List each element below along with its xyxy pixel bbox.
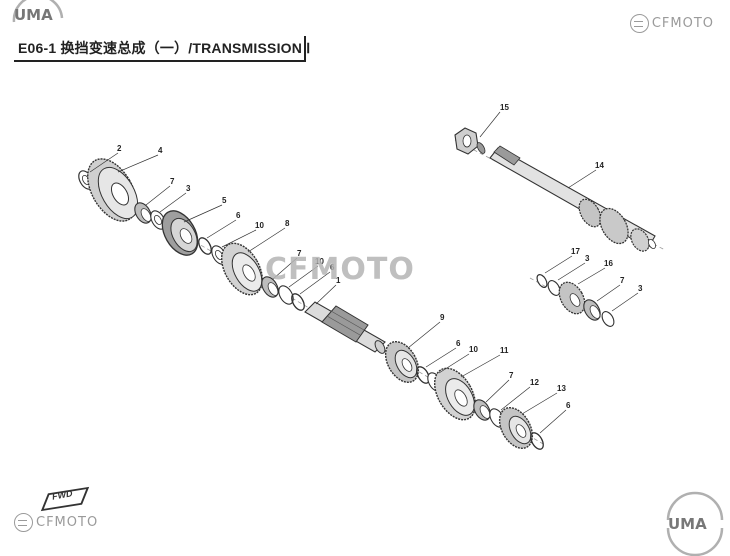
callout-7c: 7: [620, 276, 625, 285]
callout-7b: 7: [297, 249, 302, 258]
callout-11: 11: [500, 346, 509, 355]
cfmoto-logo-bottom: CFMOTO: [14, 513, 98, 532]
uma-top-logo-arc: [12, 0, 64, 23]
callout-16: 16: [604, 259, 613, 268]
callout-12: 12: [530, 378, 539, 387]
callout-10b: 10: [315, 257, 324, 266]
page-title: E06-1 换挡变速总成（一）/TRANSMISSION Ⅰ: [18, 40, 311, 56]
part-5-gear: [161, 210, 199, 256]
part-9-gear: [384, 341, 420, 383]
callout-4: 4: [158, 146, 163, 155]
callout-6d: 6: [566, 401, 571, 410]
callout-10: 10: [255, 221, 264, 230]
part-7-bearing-3: [473, 399, 491, 421]
part-6-circlip-2: [291, 293, 305, 311]
part-1-countershaft: [304, 301, 386, 354]
part-6-circlip: [198, 237, 212, 255]
part-17-circlip: [536, 274, 548, 288]
header-frame: [14, 36, 306, 62]
part-6-circlip-4: [530, 432, 544, 450]
callout-9: 9: [440, 313, 445, 322]
part-10-washer-2: [278, 285, 294, 305]
callout-group: [89, 111, 639, 434]
cfmoto-logo-top-text: CFMOTO: [651, 16, 714, 31]
part-8-gear: [220, 242, 264, 296]
callout-14: 14: [595, 161, 604, 170]
callout-3: 3: [186, 184, 191, 193]
callout-7d: 7: [509, 371, 514, 380]
part-11-gear: [433, 367, 477, 421]
cfmoto-watermark: CFMOTO: [265, 252, 415, 287]
callout-17: 17: [571, 247, 580, 256]
uma-logo-top: UMA: [14, 6, 53, 24]
callout-2: 2: [117, 144, 122, 153]
part-13-gear: [498, 407, 534, 449]
callout-6c: 6: [456, 339, 461, 348]
callout-numbers: 2 4 7 3 5 6 10 8 7 10 6 1 15 14 17 3 16 …: [117, 103, 643, 410]
uma-logo-bottom: UMA: [668, 515, 707, 533]
cfmoto-logo-bottom-text: CFMOTO: [36, 515, 99, 530]
callout-3c: 3: [638, 284, 643, 293]
uma-bottom-logo-arc: [666, 491, 724, 556]
part-16-gear: [558, 281, 586, 315]
callout-6b: 6: [330, 263, 335, 272]
part-3-washer-2: [547, 280, 561, 296]
part-7-bearing-2: [261, 276, 279, 298]
callout-5: 5: [222, 196, 227, 205]
axis-line-right: [529, 277, 616, 326]
callout-10c: 10: [469, 345, 478, 354]
part-6-circlip-3: [416, 366, 430, 384]
part-7-bearing: [134, 202, 152, 224]
callout-13: 13: [557, 384, 566, 393]
cfmoto-emblem-icon: [629, 14, 649, 33]
cfmoto-emblem-icon-2: [14, 513, 33, 532]
callout-6: 6: [236, 211, 241, 220]
part-14-mainshaft: [489, 145, 657, 252]
part-4-gear: [87, 158, 139, 222]
part-3-washer-3: [601, 311, 615, 327]
part-15-nut: [454, 127, 486, 155]
cfmoto-logo-top: CFMOTO: [629, 14, 714, 33]
callout-8: 8: [285, 219, 290, 228]
callout-15: 15: [500, 103, 509, 112]
callout-1: 1: [336, 276, 341, 285]
part-7-bearing-4: [583, 299, 601, 321]
callout-7: 7: [170, 177, 175, 186]
callout-3b: 3: [585, 254, 590, 263]
